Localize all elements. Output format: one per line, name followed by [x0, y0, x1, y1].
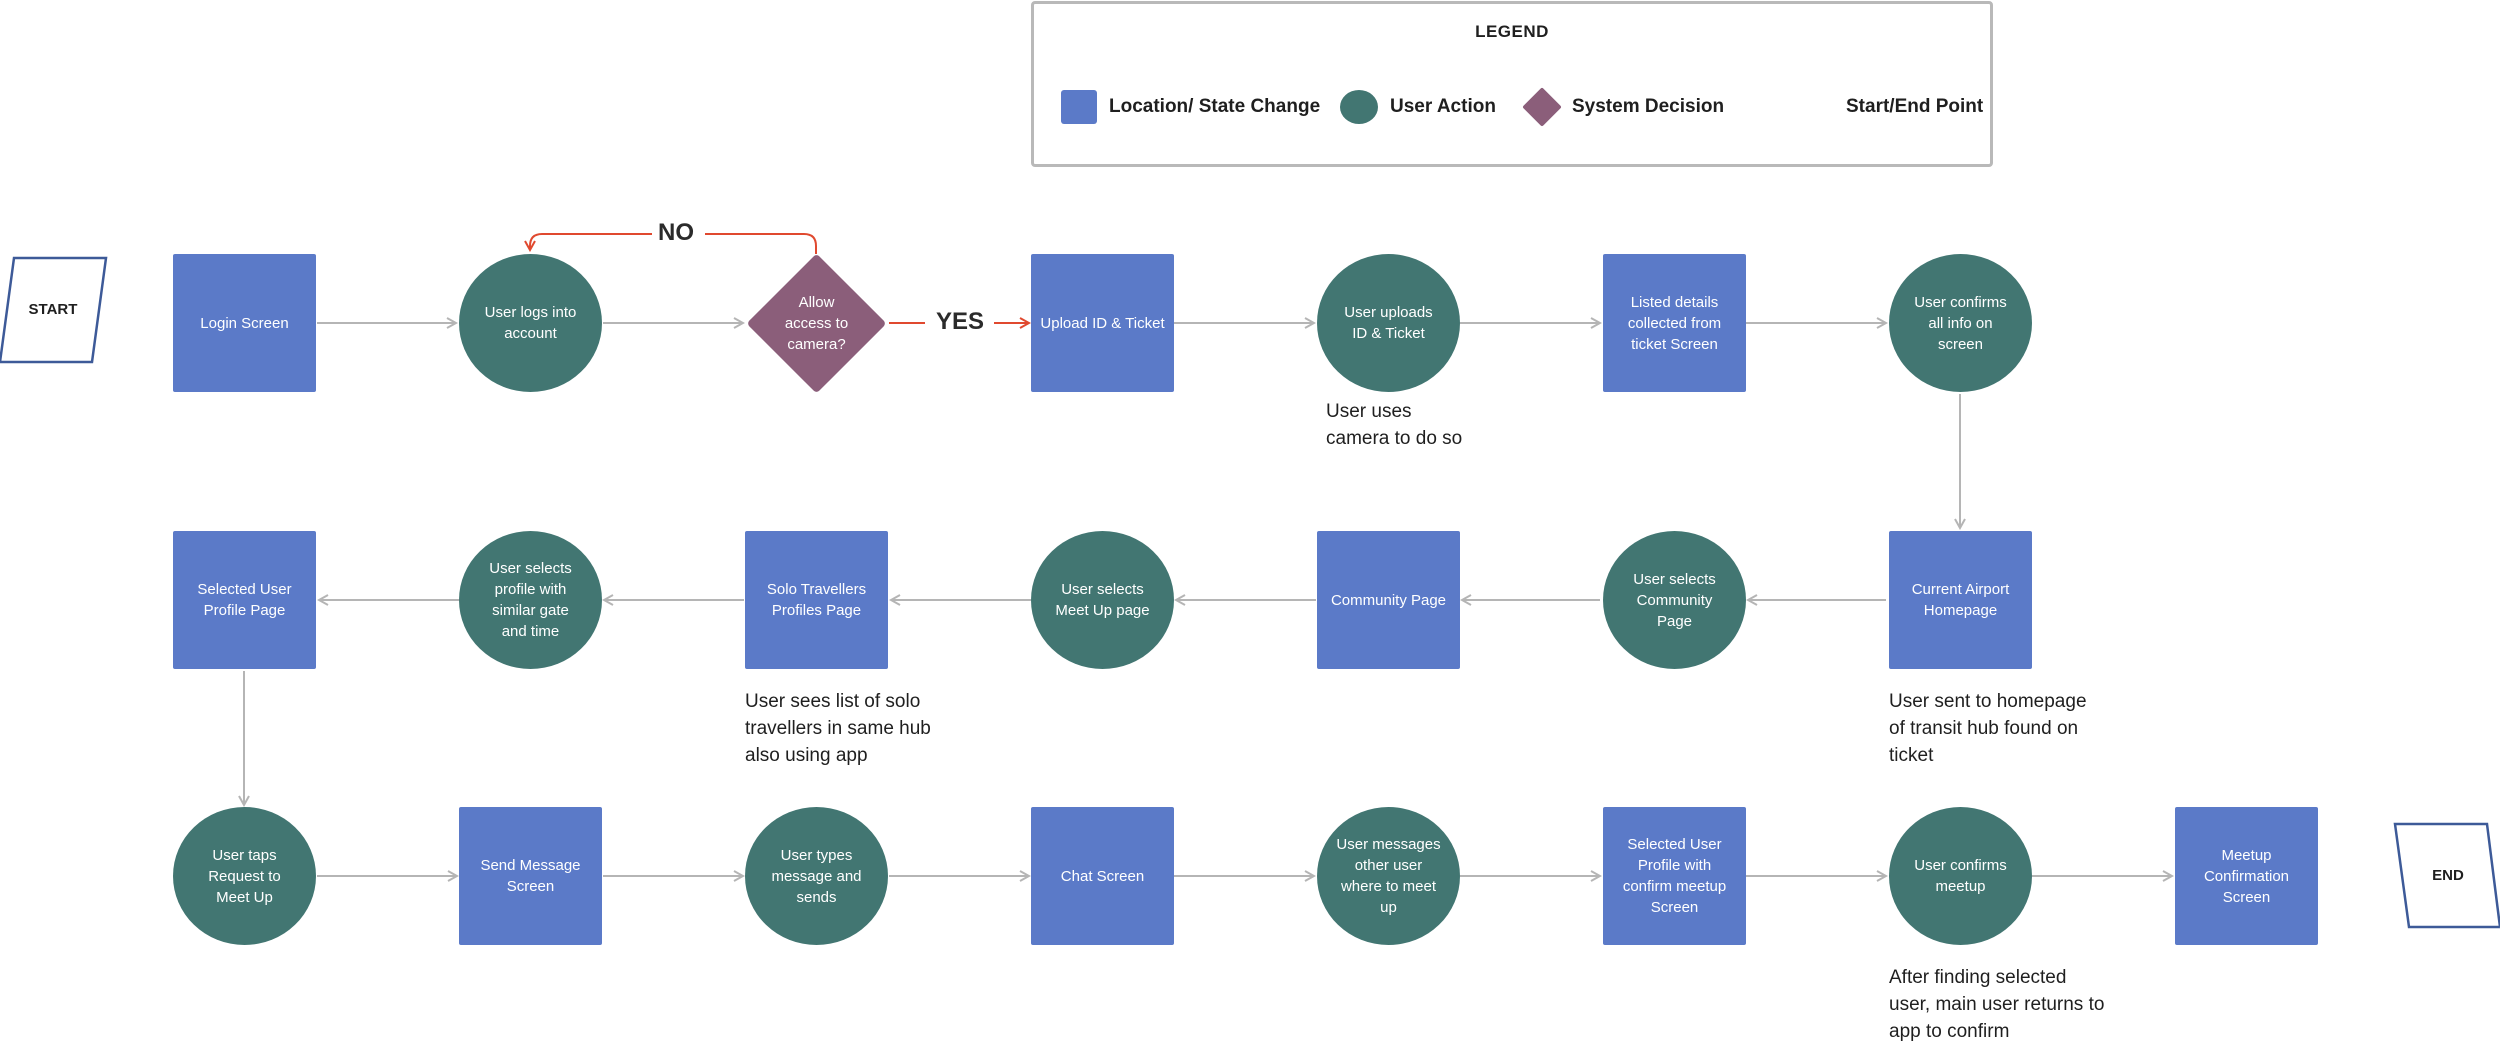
end-label: END: [2432, 867, 2464, 884]
node-user-types-message: User types message and sends: [745, 807, 888, 945]
legend-title: LEGEND: [1475, 22, 1549, 41]
node-selected-user-profile: Selected User Profile Page: [173, 531, 316, 669]
note-camera: User uses camera to do so: [1326, 401, 1463, 449]
node-meetup-confirmation-screen: Meetup Confirmation Screen: [2175, 807, 2318, 945]
row2-connectors: [244, 600, 1886, 805]
node-solo-travellers-profiles: Solo Travellers Profiles Page: [745, 531, 888, 669]
legend-location-label: Location/ State Change: [1109, 96, 1321, 117]
end-terminal-shape: [2393, 822, 2500, 929]
legend-item-action: User Action: [1340, 89, 1496, 125]
node-selected-user-confirm-screen: Selected User Profile with confirm meetu…: [1603, 807, 1746, 945]
legend-location-swatch: [1061, 90, 1097, 124]
node-user-selects-profile: User selects profile with similar gate a…: [459, 531, 602, 669]
node-user-confirms-info: User confirms all info on screen: [1889, 254, 2032, 392]
node-current-airport-homepage: Current Airport Homepage: [1889, 531, 2032, 669]
node-user-confirms-meetup: User confirms meetup: [1889, 807, 2032, 945]
decision-label: Allow access to camera?: [784, 293, 849, 353]
branch-connectors: [530, 233, 1029, 323]
legend: LEGEND Location/ State Change User Actio…: [1031, 1, 1993, 167]
node-user-selects-meetup: User selects Meet Up page: [1031, 531, 1174, 669]
start-terminal-shape: [0, 256, 108, 364]
node-send-message-screen: Send Message Screen: [459, 807, 602, 945]
legend-item-location: Location/ State Change: [1061, 89, 1320, 125]
branch-label-no: NO: [658, 219, 694, 246]
legend-action-swatch: [1340, 90, 1378, 124]
node-user-taps-request: User taps Request to Meet Up: [173, 807, 316, 945]
note-solo-list: User sees list of solo travellers in sam…: [745, 691, 931, 766]
branch-label-yes: YES: [936, 308, 985, 335]
node-upload-id-ticket: Upload ID & Ticket: [1031, 254, 1174, 392]
legend-item-terminal: Start/End Point: [1834, 89, 1983, 125]
legend-action-label: User Action: [1390, 96, 1496, 117]
node-user-uploads: User uploads ID & Ticket: [1317, 254, 1460, 392]
node-listed-details: Listed details collected from ticket Scr…: [1603, 254, 1746, 392]
node-user-logs-in: User logs into account: [459, 254, 602, 392]
node-chat-screen: Chat Screen: [1031, 807, 1174, 945]
legend-terminal-label: Start/End Point: [1846, 96, 1984, 117]
node-allow-camera-decision: Allow access to camera?: [745, 253, 888, 394]
node-user-selects-community: User selects Community Page: [1603, 531, 1746, 669]
node-login-screen: Login Screen: [173, 254, 316, 392]
legend-decision-swatch: [1522, 87, 1562, 127]
row1-connectors: [317, 323, 1960, 528]
legend-decision-label: System Decision: [1572, 96, 1725, 117]
start-label: START: [28, 301, 78, 318]
node-user-messages-other: User messages other user where to meet u…: [1317, 807, 1460, 945]
legend-item-decision: System Decision: [1522, 87, 1725, 127]
note-after-finding: After finding selected user, main user r…: [1889, 967, 2105, 1042]
terminal-shapes: [0, 86, 2500, 929]
node-community-page: Community Page: [1317, 531, 1460, 669]
note-homepage: User sent to homepage of transit hub fou…: [1889, 691, 2087, 766]
connector-no-branch: [530, 233, 817, 254]
